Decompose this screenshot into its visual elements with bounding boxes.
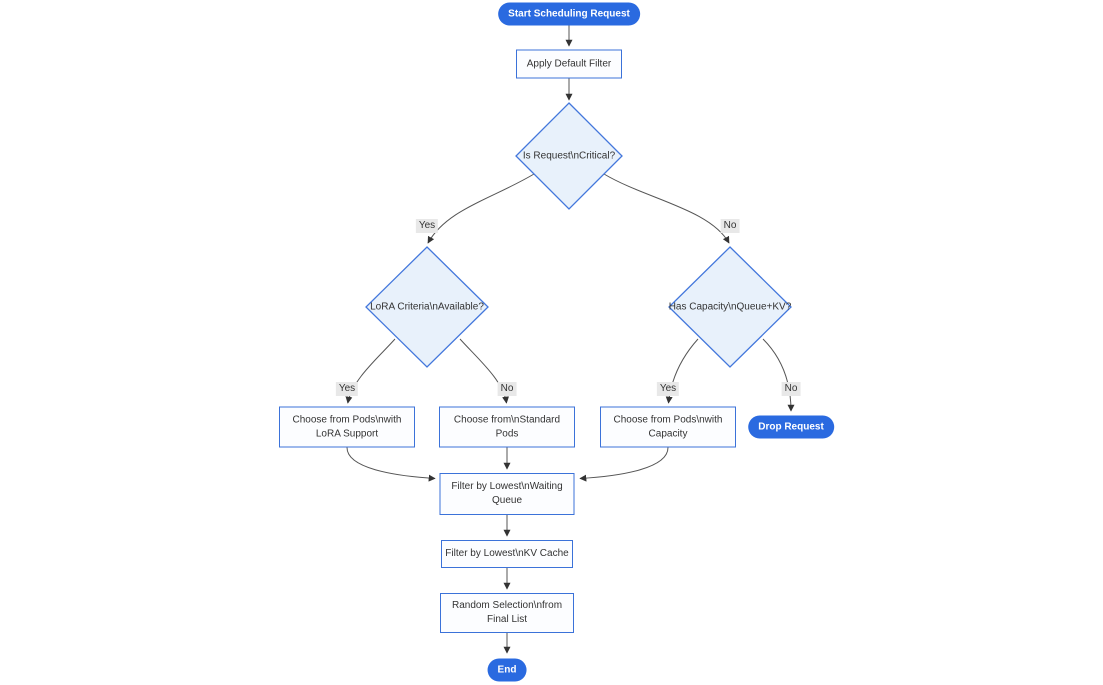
edge-capacity-no <box>762 338 795 412</box>
edge-lora-no <box>459 338 510 404</box>
node-apply-default-filter: Apply Default Filter <box>516 49 622 79</box>
node-filter-kv-cache-label: Filter by Lowest\nKV Cache <box>445 548 569 559</box>
node-apply-default-filter-label: Apply Default Filter <box>526 58 612 69</box>
node-filter-waiting-queue: Filter by Lowest\nWaiting Queue <box>439 473 575 515</box>
edge-label-critical-no: No <box>720 219 740 233</box>
edge-label-lora-yes: Yes <box>335 382 359 396</box>
edge-critical-yes <box>427 173 535 244</box>
node-drop-request: Drop Request <box>748 415 834 439</box>
decision-lora-criteria-label: LoRA Criteria\nAvailable? <box>370 301 484 313</box>
edge-label-capacity-yes: Yes <box>656 382 680 396</box>
edge-capacity-yes <box>665 338 699 404</box>
decision-lora-criteria-shape <box>365 246 489 368</box>
edge-capacitypods-to-filterqueue <box>579 447 669 482</box>
node-end-label: End <box>497 664 517 676</box>
node-start: Start Scheduling Request <box>498 2 640 26</box>
node-random-selection-label: Random Selection\nfrom Final List <box>451 600 563 625</box>
edge-label-lora-no: No <box>497 382 517 396</box>
edge-label-capacity-no: No <box>781 382 801 396</box>
edge-critical-no <box>603 173 730 244</box>
node-choose-capacity-pods-label: Choose from Pods\nwith Capacity <box>613 414 723 439</box>
node-choose-standard-pods: Choose from\nStandard Pods <box>439 406 575 448</box>
edge-lorapods-to-filterqueue <box>346 447 436 482</box>
node-random-selection: Random Selection\nfrom Final List <box>440 593 574 633</box>
node-choose-lora-pods-label: Choose from Pods\nwith LoRA Support <box>292 414 402 439</box>
decision-has-capacity-shape <box>668 246 792 368</box>
decision-is-request-critical-label: Is Request\nCritical? <box>522 150 616 162</box>
node-choose-lora-pods: Choose from Pods\nwith LoRA Support <box>279 406 415 448</box>
node-choose-standard-pods-label: Choose from\nStandard Pods <box>453 414 561 439</box>
decision-has-capacity-label: Has Capacity\nQueue+KV? <box>668 301 792 313</box>
decision-is-request-critical-shape <box>515 102 623 210</box>
node-filter-waiting-queue-label: Filter by Lowest\nWaiting Queue <box>451 481 563 506</box>
node-drop-request-label: Drop Request <box>758 421 824 433</box>
node-end: End <box>487 658 527 682</box>
node-choose-capacity-pods: Choose from Pods\nwith Capacity <box>600 406 736 448</box>
edge-lora-yes <box>345 338 396 404</box>
node-filter-kv-cache: Filter by Lowest\nKV Cache <box>441 540 573 568</box>
node-start-label: Start Scheduling Request <box>508 8 630 20</box>
edge-label-critical-yes: Yes <box>415 219 439 233</box>
